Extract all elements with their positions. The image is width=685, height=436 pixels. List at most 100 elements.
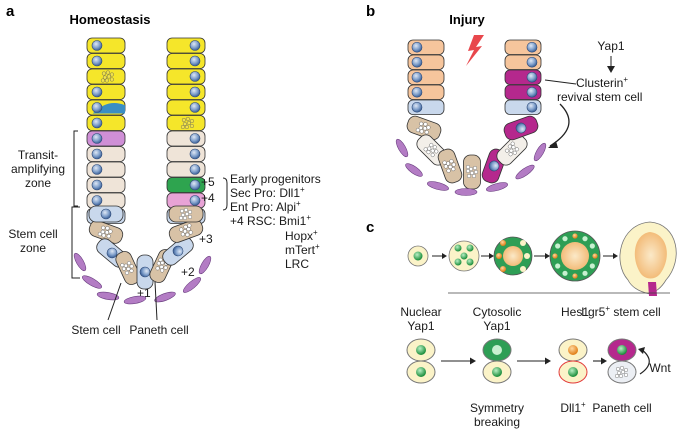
panel-c-letter: c — [366, 219, 374, 236]
epithelial-cell — [504, 39, 542, 55]
green-nucleus — [466, 258, 474, 266]
nucleus — [189, 40, 201, 51]
epithelial-cell — [166, 37, 206, 54]
panel-b-letter: b — [366, 3, 375, 20]
stromal-cell — [454, 188, 478, 196]
granule — [121, 266, 126, 271]
granule — [155, 266, 160, 271]
organoid-cell-dot — [582, 270, 588, 276]
stem-cell — [88, 205, 124, 223]
wnt-label: Wnt — [649, 361, 671, 375]
crypt-bud — [648, 282, 657, 296]
stem-zone-label-2: zone — [20, 241, 46, 255]
nucleus — [189, 195, 201, 206]
rsc-label: +4 RSC: Bmi1+ — [230, 213, 311, 228]
nucleus — [411, 71, 423, 83]
granule — [120, 263, 125, 268]
granule — [187, 209, 192, 214]
granule — [621, 370, 626, 375]
nucleus — [91, 148, 103, 160]
granule — [615, 374, 620, 379]
granule — [616, 367, 621, 372]
granule — [423, 122, 428, 127]
granule — [109, 72, 114, 77]
yap1-label: Yap1 — [597, 39, 624, 53]
granule — [446, 161, 451, 166]
epithelial-cell — [86, 130, 126, 147]
granule — [505, 148, 510, 153]
step-arrowhead-icon — [545, 357, 551, 365]
granule — [123, 263, 128, 268]
nucleus — [411, 41, 423, 53]
granule — [188, 230, 193, 235]
granule — [434, 149, 439, 154]
nucleus — [526, 71, 538, 83]
stromal-cell — [154, 291, 176, 303]
organoid-cell-dot — [582, 236, 588, 242]
granule — [426, 150, 431, 155]
organoid-lumen — [561, 242, 589, 270]
nucleus — [411, 56, 423, 68]
granule — [182, 215, 187, 220]
granule — [474, 170, 479, 175]
organoid-cell-dot — [520, 240, 526, 246]
stromal-cell — [533, 142, 547, 162]
epithelial-cell — [166, 84, 206, 100]
granule — [186, 120, 191, 125]
hopx-label: Hopx+ — [285, 228, 318, 243]
organoid-cell-dot — [589, 243, 595, 249]
granule — [179, 208, 184, 213]
granule — [418, 125, 423, 130]
hes1-label: Hes1 — [561, 305, 589, 319]
organoid-cell-dot — [552, 253, 558, 259]
granule — [473, 166, 478, 171]
position-label-plus1: +1 — [137, 286, 151, 300]
organoid-cell-dot — [572, 273, 578, 279]
granule — [129, 268, 134, 273]
organoid-lumen — [634, 232, 667, 279]
granule — [183, 229, 188, 234]
granule — [189, 123, 194, 128]
epithelial-cell — [166, 53, 206, 69]
organoid-cell-dot — [500, 266, 506, 272]
granule — [183, 207, 188, 212]
nucleus — [91, 40, 103, 51]
nucleus-top — [416, 345, 426, 355]
organoid-cell-dot — [496, 253, 502, 259]
stromal-cell — [405, 163, 423, 177]
panel-b: b Injury Yap1 Clusterin+ revival stem ce… — [366, 3, 642, 196]
epithelial-cell — [166, 177, 206, 193]
stromal-cell — [515, 164, 535, 180]
stromal-cell — [82, 275, 102, 289]
stem-zone-bracket — [71, 206, 80, 279]
position-label-plus3: +3 — [199, 232, 213, 246]
granule — [97, 232, 102, 237]
organoid-cell-dot — [555, 243, 561, 249]
epithelial-cell — [504, 99, 542, 115]
epithelial-cell — [504, 84, 542, 100]
granule — [430, 152, 435, 157]
granule — [109, 77, 114, 82]
position-label-plus5: +5 — [201, 175, 215, 189]
clusterin-label: Clusterin+ — [576, 75, 628, 90]
epithelial-cell — [86, 192, 126, 209]
stromal-cell — [73, 252, 87, 272]
nucleus — [189, 55, 201, 67]
homeostasis-crypt — [73, 37, 212, 305]
granule — [443, 164, 448, 169]
cytosolic-yap1-label-1: Cytosolic — [473, 305, 522, 319]
transit-zone-label-2: amplifying — [11, 162, 65, 176]
nucleus — [91, 117, 103, 129]
organoid-cell-dot — [500, 240, 506, 246]
nucleus — [189, 179, 201, 191]
epithelial-cell — [86, 115, 126, 131]
nucleus-bottom — [492, 367, 502, 377]
stem-cell-pointer — [107, 282, 122, 321]
sec-pro-label: Sec Pro: Dll1+ — [230, 185, 305, 200]
panel-a: a Homeostasis Transit- amplifying zone S… — [6, 3, 321, 337]
epithelial-cell — [166, 161, 206, 178]
granule — [187, 214, 192, 219]
early-progenitors-label: Early progenitors — [230, 172, 321, 186]
organoid-cell-dot — [555, 263, 561, 269]
wnt-curved-arrow — [639, 348, 650, 375]
